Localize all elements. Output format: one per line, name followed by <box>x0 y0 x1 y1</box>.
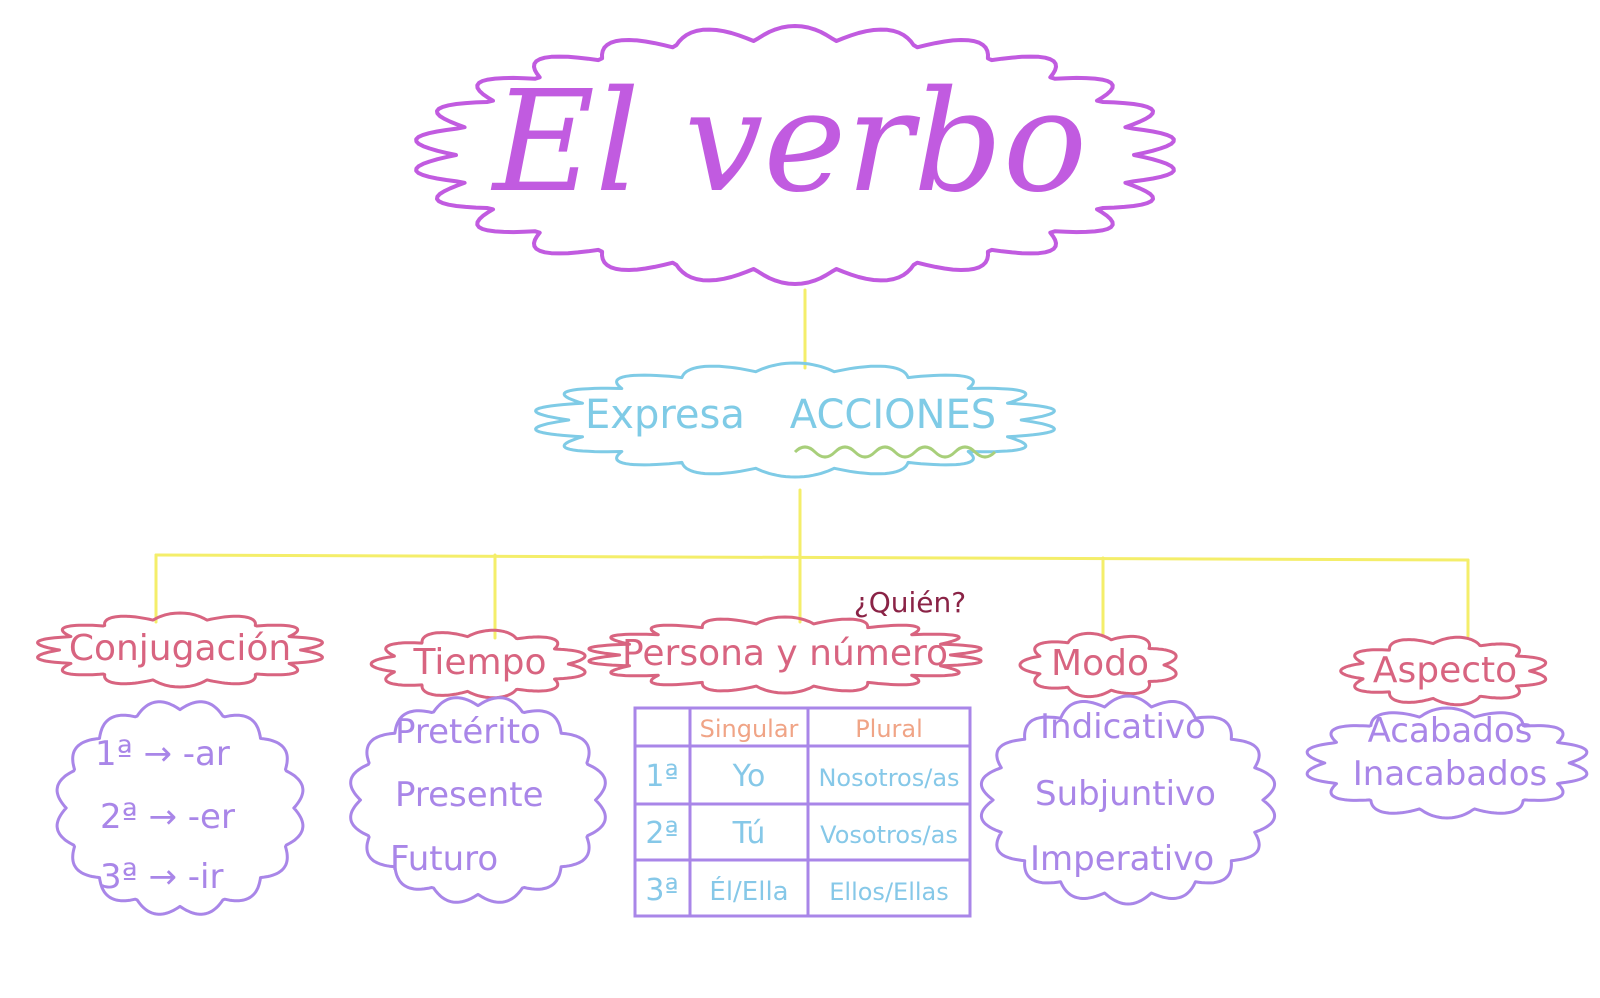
persona-note: ¿Quién? <box>854 586 966 619</box>
table-header-plural: Plural <box>855 715 923 743</box>
page-title: El verbo <box>490 61 1087 224</box>
branch-label-conjugacion: Conjugación <box>69 628 291 669</box>
table-cell: 1ª <box>645 759 678 794</box>
definition-keyword: ACCIONES <box>790 392 996 438</box>
cloud-shapes <box>36 24 1589 916</box>
aspecto-label-cloud <box>1339 635 1548 707</box>
conjugacion-items-cloud <box>55 700 305 916</box>
modo-items-cloud <box>979 694 1277 906</box>
table-cell: Tú <box>732 816 766 851</box>
branch-label-tiempo: Tiempo <box>413 642 547 683</box>
definition-prefix: Expresa <box>585 392 745 438</box>
tiempo-items-cloud <box>349 696 607 904</box>
table-cell: 3ª <box>645 873 678 908</box>
table-cell: 2ª <box>645 816 678 851</box>
persona-table-grid <box>633 706 972 918</box>
table-cell: Nosotros/as <box>818 764 959 792</box>
modo-item: Subjuntivo <box>1035 774 1216 814</box>
tiempo-label-cloud <box>369 628 587 700</box>
branch-label-persona: Persona y número <box>622 633 948 674</box>
branch-label-aspecto: Aspecto <box>1373 650 1517 691</box>
connectors <box>154 288 1470 640</box>
aspecto-item: Inacabados <box>1353 754 1547 794</box>
modo-item: Imperativo <box>1030 839 1214 879</box>
modo-label-cloud <box>1018 631 1178 699</box>
connector-bus <box>154 553 1470 562</box>
conjugacion-item: 3ª → -ir <box>100 857 223 897</box>
title-cloud <box>414 24 1176 286</box>
modo-item: Indicativo <box>1040 707 1206 747</box>
definition: Expresa ACCIONES <box>585 392 997 459</box>
conjugacion-item: 2ª → -er <box>100 797 235 837</box>
aspecto-item: Acabados <box>1368 711 1533 751</box>
table-header-singular: Singular <box>700 715 799 743</box>
branch-labels: Conjugación Tiempo Persona y número Modo… <box>69 628 1517 691</box>
tiempo-item: Pretérito <box>395 712 541 752</box>
branch-items: 1ª → -ar 2ª → -er 3ª → -ir Pretérito Pre… <box>95 707 1547 897</box>
persona-table: Singular Plural 1ª Yo Nosotros/as 2ª Tú … <box>633 706 972 918</box>
tiempo-item: Presente <box>395 775 543 815</box>
branch-label-modo: Modo <box>1051 643 1149 684</box>
keyword-underline <box>793 445 997 459</box>
table-cell: Yo <box>732 759 766 794</box>
table-cell: Ellos/Ellas <box>829 878 948 906</box>
tiempo-item: Futuro <box>390 839 498 879</box>
table-cell: Vosotros/as <box>820 821 958 849</box>
conjugacion-item: 1ª → -ar <box>95 734 230 774</box>
aspecto-items-cloud <box>1305 706 1589 820</box>
definition-cloud <box>534 361 1056 479</box>
conjugacion-label-cloud <box>36 611 324 689</box>
persona-label-cloud <box>587 615 983 695</box>
table-cell: Él/Ella <box>709 875 788 907</box>
